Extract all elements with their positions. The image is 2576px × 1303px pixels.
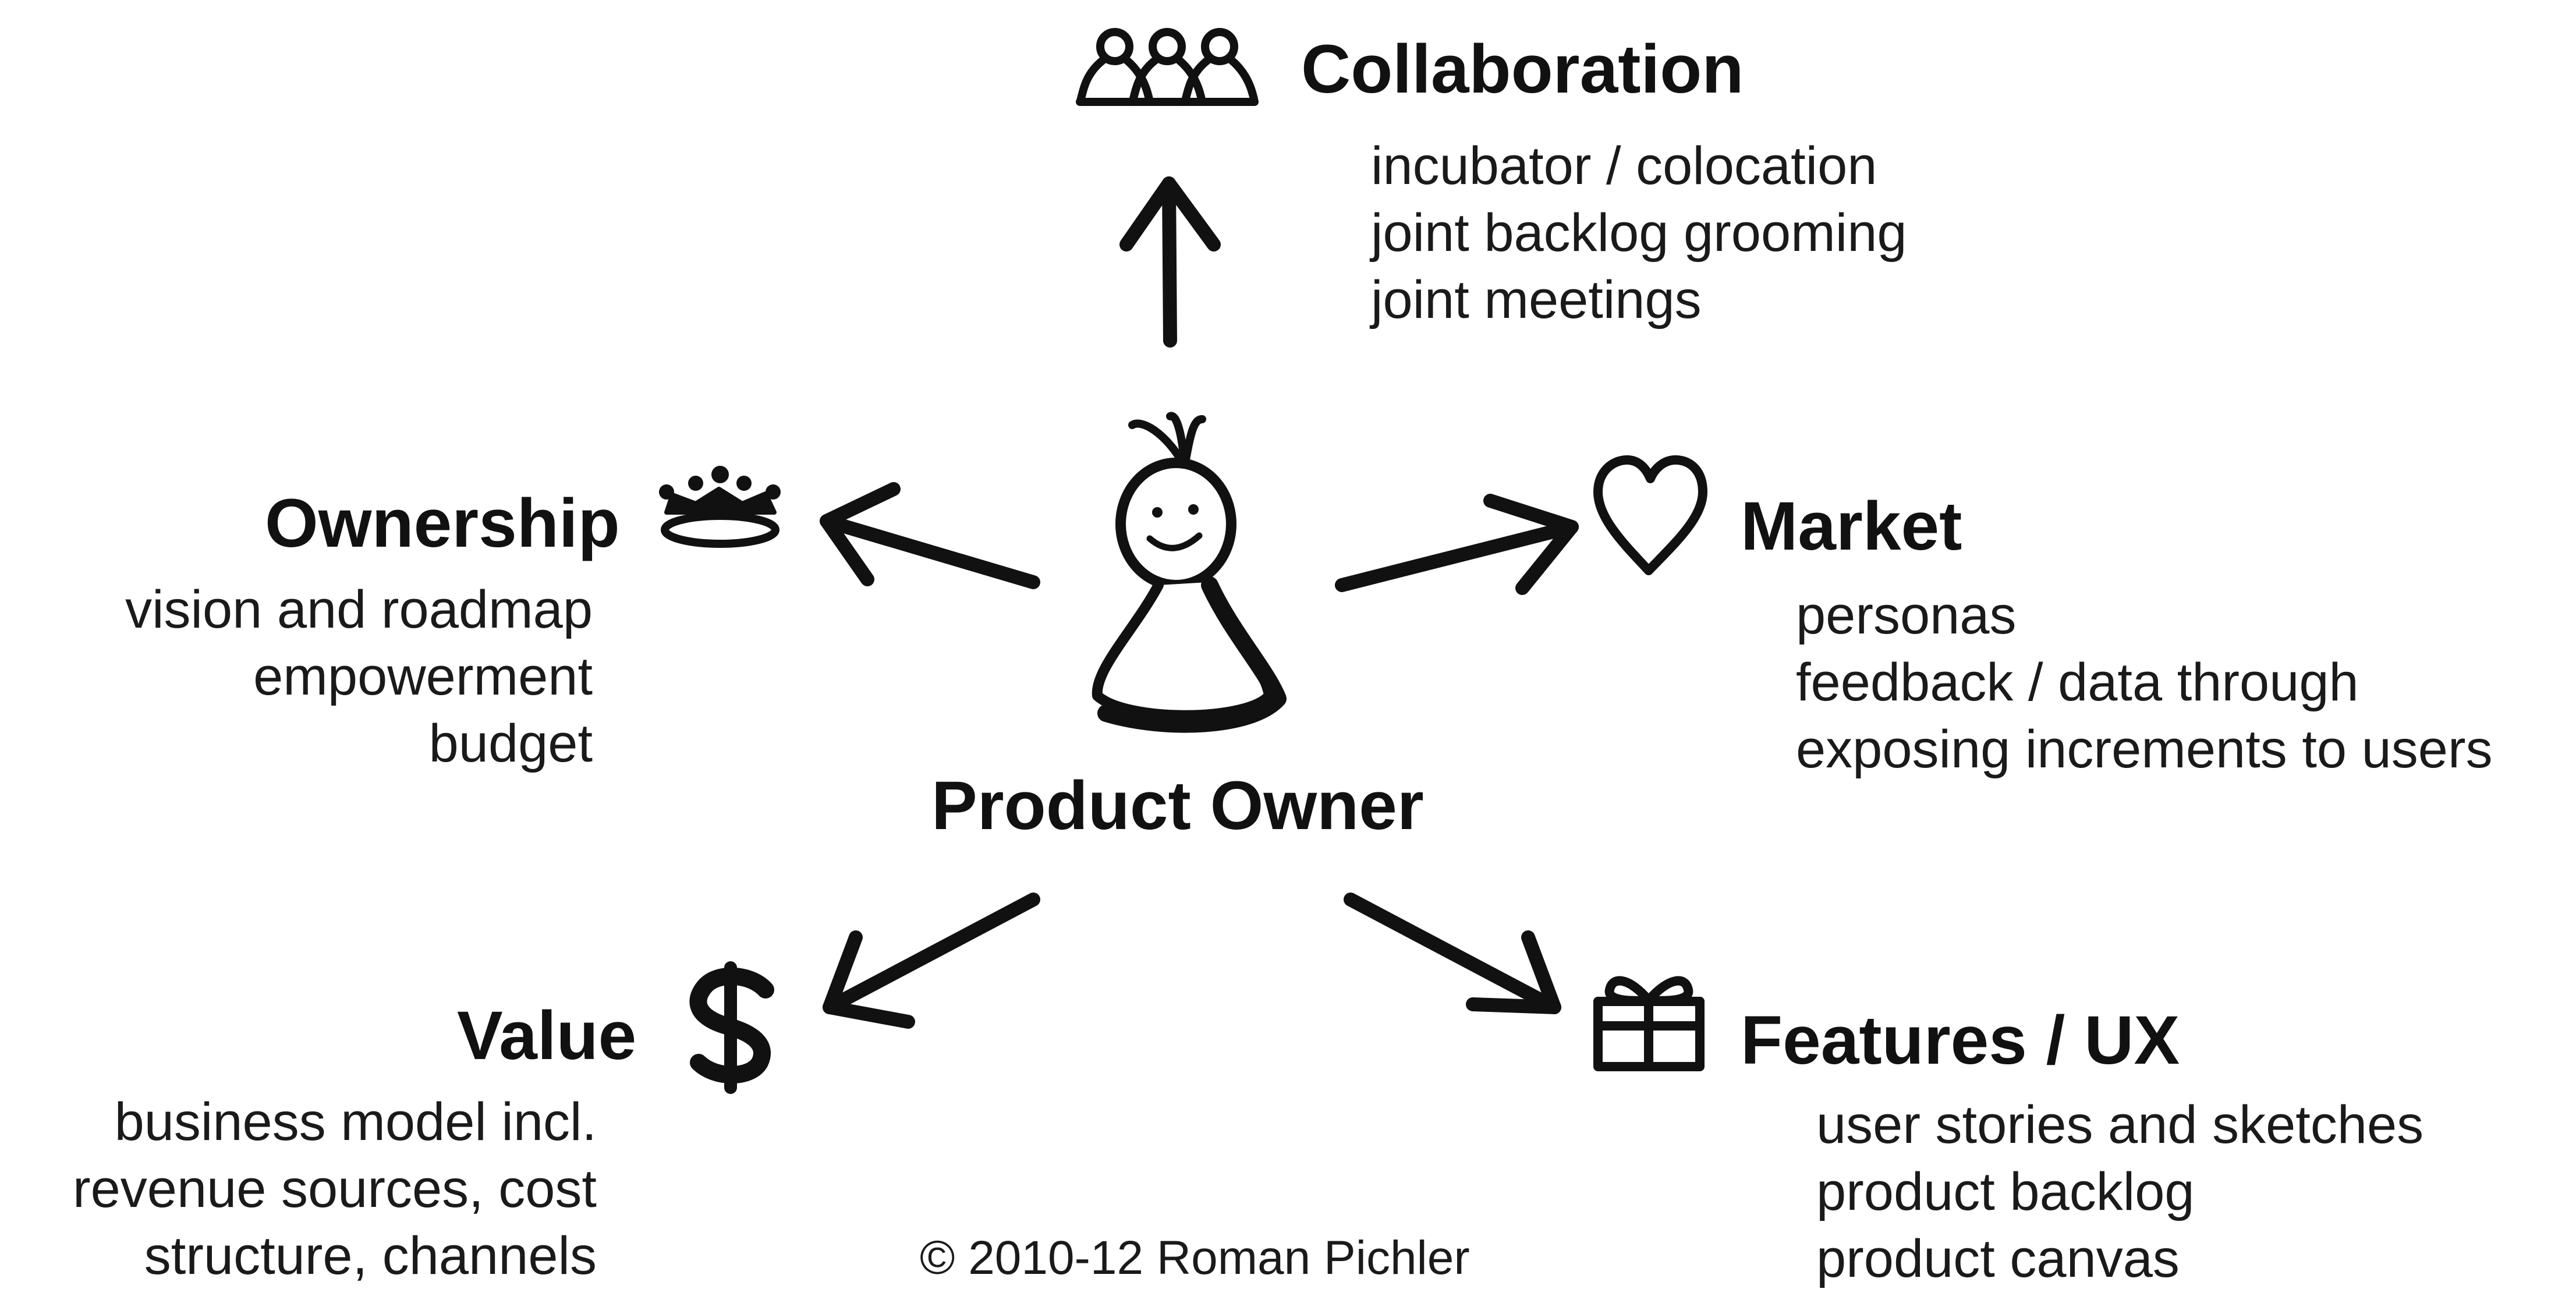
arrow-to-value	[823, 893, 1040, 1029]
product-owner-label: Product Owner	[931, 767, 1424, 844]
market-item: personas	[1796, 586, 2017, 645]
features-items: user stories and sketches product backlo…	[1816, 1092, 2423, 1293]
market-item: feedback / data through	[1796, 653, 2359, 712]
market-item: exposing increments to users	[1796, 720, 2493, 779]
features-item: product backlog	[1816, 1162, 2195, 1221]
value-item: revenue sources, cost	[72, 1159, 597, 1219]
features-item: user stories and sketches	[1816, 1095, 2424, 1155]
product-owner-figure	[1092, 412, 1287, 733]
value-item: business model incl.	[114, 1092, 597, 1152]
market-title: Market	[1741, 488, 1962, 565]
ownership-item: budget	[428, 714, 593, 773]
collaboration-item: joint meetings	[1371, 270, 1702, 330]
people-group-icon	[1076, 28, 1259, 106]
collaboration-items: incubator / colocation joint backlog gro…	[1371, 133, 1907, 334]
collaboration-title: Collaboration	[1301, 31, 1744, 108]
crown-icon	[659, 466, 781, 548]
arrow-to-collaboration	[1119, 176, 1221, 348]
ownership-item: empowerment	[253, 647, 593, 706]
value-item: structure, channels	[144, 1226, 597, 1286]
gift-icon	[1593, 976, 1705, 1071]
heart-icon	[1593, 455, 1707, 575]
ownership-item: vision and roadmap	[125, 580, 593, 639]
dollar-icon	[689, 961, 774, 1094]
market-items: personas feedback / data through exposin…	[1796, 582, 2493, 783]
collaboration-item: joint backlog grooming	[1371, 203, 1907, 263]
arrow-to-market	[1335, 494, 1579, 595]
arrow-to-ownership	[820, 482, 1040, 589]
value-items: business model incl. revenue sources, co…	[73, 1089, 597, 1290]
ownership-title: Ownership	[265, 485, 620, 562]
copyright-note: © 2010-12 Roman Pichler	[920, 1231, 1470, 1284]
arrow-to-features	[1344, 893, 1561, 1014]
ownership-items: vision and roadmap empowerment budget	[125, 576, 593, 777]
features-title: Features / UX	[1741, 1002, 2180, 1079]
value-title: Value	[457, 997, 637, 1074]
features-item: product canvas	[1816, 1229, 2180, 1288]
collaboration-item: incubator / colocation	[1371, 136, 1877, 196]
